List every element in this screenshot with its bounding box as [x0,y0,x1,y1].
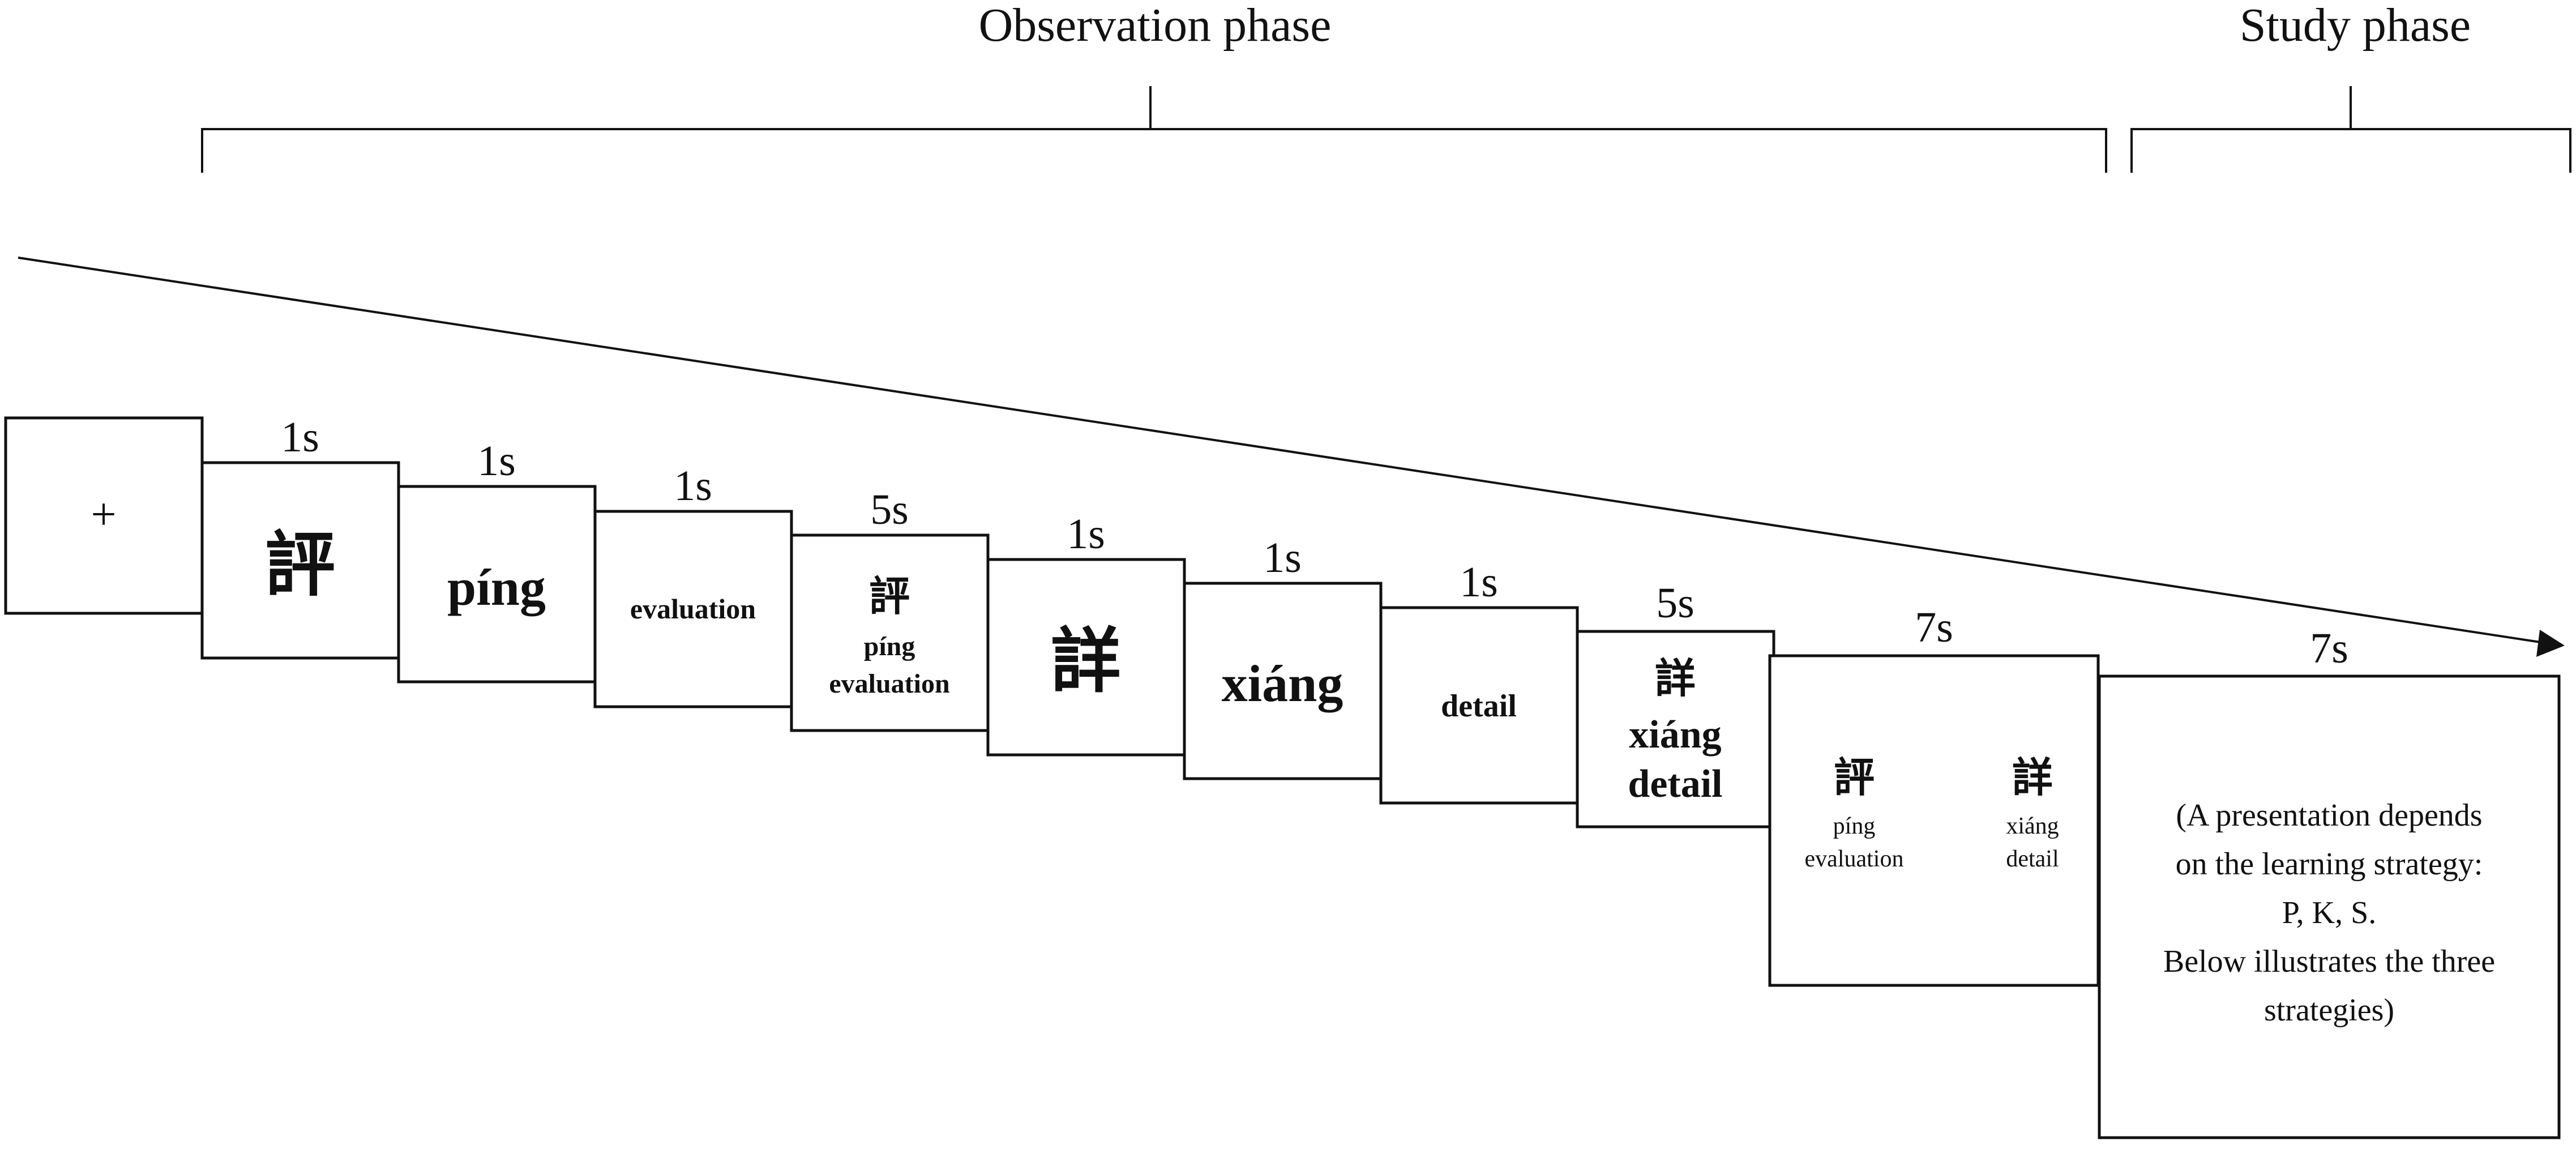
study-description-line-3: P, K, S. [2282,895,2377,930]
frame-pinyin-2-duration: 1s [1263,534,1302,582]
frame-combined-1-duration: 5s [870,486,909,533]
review-left-meaning: evaluation [1805,846,1904,872]
frame-character-1-duration: 1s [281,413,319,461]
frame-pinyin-1 [397,485,597,684]
study-phase-label: Study phase [2240,0,2471,52]
pinyin-2: xiáng [1222,655,1343,712]
combined-2-character: 詳 [1655,656,1696,702]
study-description-line-4: Below illustrates the three [2163,944,2495,979]
combined-1-pinyin: píng [864,631,915,661]
review-right-character: 詳 [2012,755,2053,801]
timeline-arrow-head [2536,630,2565,657]
frame-character-2-duration: 1s [1067,510,1105,558]
frame-combined-2-duration: 5s [1656,579,1694,627]
frame-meaning-2-duration: 1s [1460,558,1498,606]
character-2: 詳 [1051,623,1121,700]
frame-pinyin-1-duration: 1s [477,437,516,485]
study-description-line-5: strategies) [2264,993,2394,1028]
timeline-arrow-line [18,257,2548,644]
observation-phase-bracket [201,86,2107,173]
pinyin-1: píng [447,558,546,616]
combined-1-meaning: evaluation [829,669,949,699]
frame-review [1768,654,2100,987]
review-left-pinyin: píng [1833,813,1876,839]
review-right-meaning: detail [2006,846,2059,872]
study-description-line-1: (A presentation depends [2176,798,2482,833]
observation-phase-label: Observation phase [979,0,1332,52]
frame-combined-2 [1576,630,1775,828]
meaning-1: evaluation [630,593,756,625]
combined-1-character: 評 [869,574,910,620]
frame-meaning-1-duration: 1s [674,462,712,510]
combined-2-pinyin: xiáng [1629,713,1721,757]
review-left-character: 評 [1834,755,1875,801]
frame-study [2098,674,2561,1139]
frame-review-duration: 7s [1915,604,1953,651]
frame-study-duration: 7s [2310,625,2348,672]
combined-2-meaning: detail [1628,762,1722,806]
review-right-pinyin: xiáng [2006,813,2059,839]
frame-character-1 [200,461,400,660]
study-description-line-2: on the learning strategy: [2176,847,2483,882]
character-1: 評 [265,527,335,604]
meaning-2: detail [1441,689,1517,724]
frame-character-2 [986,558,1186,757]
study-phase-bracket [2130,86,2571,173]
fixation-cross: + [91,490,116,540]
